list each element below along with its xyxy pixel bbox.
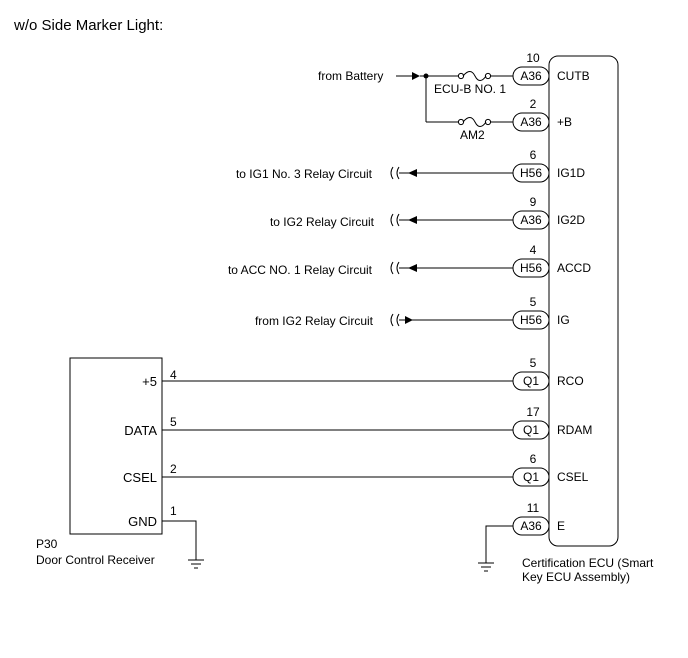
connector-label-ig: H56 (520, 313, 542, 327)
receiver-name: Door Control Receiver (36, 553, 155, 567)
ig-arrow (405, 316, 413, 324)
receiver-ground-wire (162, 520, 197, 560)
terminal-name-csel: CSEL (557, 470, 589, 484)
fuse-ecu-b-terminal-left (457, 72, 465, 80)
ig2d-continuation-icon (390, 213, 400, 227)
fuse-am2-label: AM2 (460, 128, 485, 142)
receiver-code: P30 (36, 537, 58, 551)
ecu-name-line2: Key ECU Assembly) (522, 570, 630, 584)
connector-label-ig2d: A36 (520, 213, 542, 227)
fuse-ecu-b-terminal-right (484, 72, 492, 80)
connector-label-csel: Q1 (523, 470, 539, 484)
ecu-name-line1: Certification ECU (Smart (522, 556, 654, 570)
source-ig1d: to IG1 No. 3 Relay Circuit (236, 167, 373, 181)
connector-ig (512, 310, 550, 330)
connector-ig1d (512, 163, 550, 183)
connector-label-ig1d: H56 (520, 166, 542, 180)
source-battery: from Battery (318, 69, 383, 83)
battery-arrow (412, 72, 420, 80)
fuse-ecu-b-label: ECU-B NO. 1 (434, 82, 506, 96)
connector-label-rco: Q1 (523, 374, 539, 388)
receiver-pin-num-data: 5 (170, 415, 177, 429)
fuse-am2-icon (462, 117, 487, 127)
terminal-name-rdam: RDAM (557, 423, 592, 437)
terminal-name-ig1d: IG1D (557, 166, 585, 180)
terminal-name-accd: ACCD (557, 261, 591, 275)
pin-num-rdam: 17 (526, 405, 540, 419)
ig1d-continuation-icon (390, 166, 400, 180)
pin-num-ig1d: 6 (530, 148, 537, 162)
receiver-pin-label-plus5: +5 (142, 374, 157, 389)
connector-label-accd: H56 (520, 261, 542, 275)
receiver-pin-label-gnd: GND (128, 514, 157, 529)
source-accd: to ACC NO. 1 Relay Circuit (228, 263, 373, 277)
accd-continuation-icon (390, 261, 400, 275)
connector-label-plus-b: A36 (520, 115, 542, 129)
ig2d-arrow (408, 216, 417, 224)
fuse-am2-terminal-right (484, 118, 492, 126)
fuse-ecu-b-icon (462, 71, 487, 81)
ecu-ground-wire (485, 525, 513, 563)
connector-rco (512, 371, 550, 391)
connector-csel (512, 467, 550, 487)
connector-ig2d (512, 210, 550, 230)
connector-label-cutb: A36 (520, 69, 542, 83)
terminal-name-cutb: CUTB (557, 69, 590, 83)
fuse-am2-terminal-left (457, 118, 465, 126)
source-ig2d: to IG2 Relay Circuit (270, 215, 375, 229)
accd-arrow (408, 264, 417, 272)
connector-plus-b (512, 112, 550, 132)
source-ig: from IG2 Relay Circuit (255, 314, 374, 328)
pin-num-rco: 5 (530, 356, 537, 370)
pin-num-plus-b: 2 (530, 97, 537, 111)
terminal-name-ig2d: IG2D (557, 213, 585, 227)
receiver-pin-num-plus5: 4 (170, 368, 177, 382)
terminal-name-rco: RCO (557, 374, 584, 388)
receiver-pin-num-csel: 2 (170, 462, 177, 476)
terminal-name-ig: IG (557, 313, 570, 327)
pin-num-ig: 5 (530, 295, 537, 309)
door-control-receiver-box (69, 357, 163, 535)
pin-num-cutb: 10 (526, 51, 540, 65)
pin-num-csel: 6 (530, 452, 537, 466)
connector-e (512, 516, 550, 536)
connector-accd (512, 258, 550, 278)
diagram-title: w/o Side Marker Light: (13, 17, 163, 34)
connector-cutb (512, 66, 550, 86)
certification-ecu-box (548, 55, 619, 547)
connector-rdam (512, 420, 550, 440)
pin-num-ig2d: 9 (530, 195, 537, 209)
connector-label-e: A36 (520, 519, 542, 533)
ig1d-arrow (408, 169, 417, 177)
receiver-pin-label-data: DATA (124, 423, 157, 438)
pin-num-e: 11 (527, 501, 540, 515)
pin-num-accd: 4 (530, 243, 537, 257)
terminal-name-e: E (557, 519, 565, 533)
ig-continuation-icon (390, 313, 400, 327)
receiver-pin-num-gnd: 1 (170, 504, 177, 518)
receiver-pin-label-csel: CSEL (123, 470, 157, 485)
connector-label-rdam: Q1 (523, 423, 539, 437)
terminal-name-plus-b: +B (557, 115, 572, 129)
